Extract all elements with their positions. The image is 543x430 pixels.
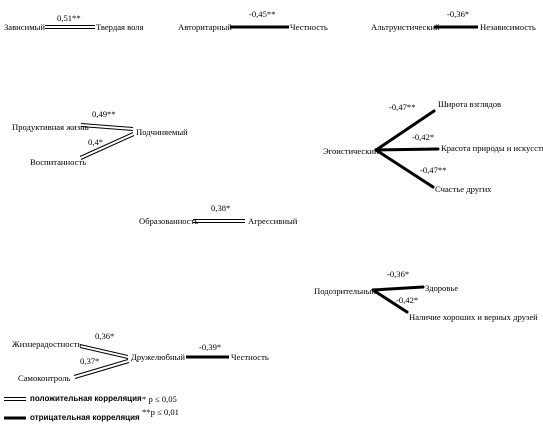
node-produktivnaya-zhizn: Продуктивная жизнь xyxy=(12,122,89,132)
node-egoisticheskii: Эгоистический xyxy=(323,146,379,156)
node-podchinyaemyi: Подчиняемый xyxy=(136,127,188,137)
node-druzhelyubnyi: Дружелюбный xyxy=(131,352,185,362)
node-avtoritarnyi: Авторитарный xyxy=(178,22,232,32)
node-nalichie-druzei: Наличие хороших и верных друзей xyxy=(409,312,538,322)
node-vospitannost: Воспитанность xyxy=(30,157,87,167)
node-nezavisimost: Независимость xyxy=(480,22,536,32)
value-b4-bottom: 0,4* xyxy=(88,137,104,147)
node-altruisticheskii: Альтруистический xyxy=(371,22,440,32)
value-b2: -0,45** xyxy=(249,9,276,19)
node-zdorove: Здоровье xyxy=(425,283,459,293)
edge-b4-top-positive xyxy=(80,123,134,131)
edge-b6-positive xyxy=(193,219,245,223)
legend-sig1: * p ≤ 0,05 xyxy=(142,394,177,404)
edge-b8-bottom-positive xyxy=(73,359,130,379)
value-b8-bottom: 0,37* xyxy=(80,356,100,366)
node-samokontrol: Самоконтроль xyxy=(18,373,71,383)
node-zavisimyi: Зависимый xyxy=(4,22,46,32)
node-chestnost-bottom: Честность xyxy=(231,352,269,362)
edge-b4-bottom-positive xyxy=(79,132,135,160)
legend-sig2: **p ≤ 0,01 xyxy=(142,407,179,417)
node-zhizneradostnost: Жизнерадостность xyxy=(12,339,82,349)
node-krasota-prirody: Красота природы и искусства xyxy=(441,143,543,153)
edge-b1-positive xyxy=(45,25,95,29)
node-podozritelnyi: Подозрительный xyxy=(314,286,376,296)
value-b8-top: 0,36* xyxy=(95,331,115,341)
value-b5-2: -0,42* xyxy=(412,132,435,142)
value-b7-1: -0,36* xyxy=(387,269,410,279)
edge-b8-top-positive xyxy=(79,344,129,359)
value-b6: 0,38* xyxy=(211,203,231,213)
node-obrazovannost: Образованность xyxy=(139,216,199,226)
node-schaste-drugikh: Счастье других xyxy=(435,184,492,194)
legend-positive-label: положительная корреляция xyxy=(30,394,142,403)
value-b7-2: -0,42* xyxy=(396,295,419,305)
node-tverdaya-volya: Твердая воля xyxy=(96,22,144,32)
node-shirota-vzglyadov: Широта взглядов xyxy=(438,99,502,109)
node-chestnost-top: Честность xyxy=(290,22,328,32)
edge-b7-negative xyxy=(371,285,425,314)
value-b1: 0,51** xyxy=(57,13,81,23)
node-agressivnyi: Агрессивный xyxy=(248,216,298,226)
edge-b5-negative xyxy=(374,109,440,189)
value-b4-top: 0,49** xyxy=(92,109,116,119)
value-b5-1: -0,47** xyxy=(389,102,416,112)
value-b3: -0,36* xyxy=(447,9,470,19)
legend-negative-label: отрицательная корреляция xyxy=(30,413,140,422)
legend-positive-symbol xyxy=(4,397,26,401)
value-b5-3: -0,47** xyxy=(420,165,447,175)
value-b8-right: -0,39* xyxy=(199,342,222,352)
